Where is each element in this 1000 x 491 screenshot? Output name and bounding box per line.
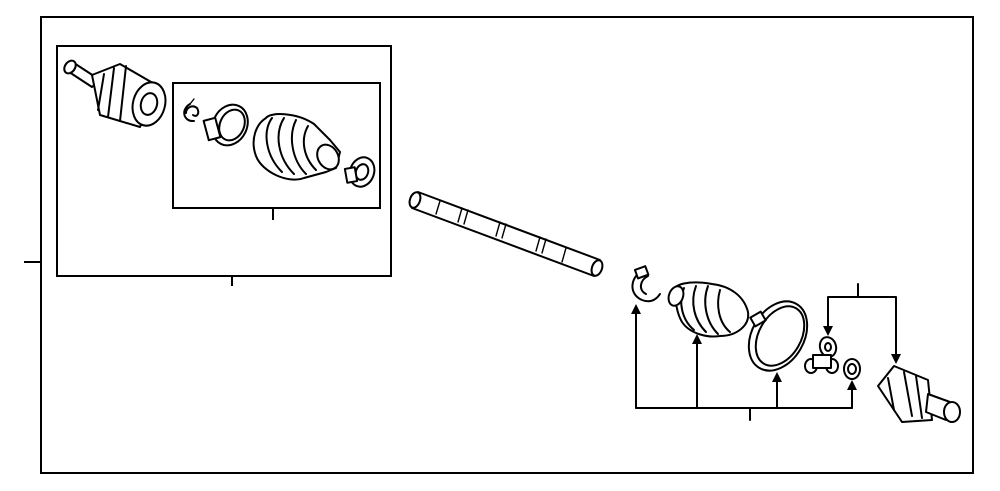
inner-boot (667, 281, 750, 338)
tripod-joint (804, 336, 839, 374)
outer-boot-clip (183, 98, 200, 123)
tripod-snap-ring (843, 358, 861, 380)
axle-shaft (408, 191, 604, 277)
outer-boot-band-large (202, 103, 249, 147)
callout-leaders (631, 283, 901, 421)
inner-cv-housing (877, 365, 961, 423)
diagram-frame (24, 16, 974, 474)
outer-cv-joint (63, 59, 167, 128)
outer-boot-band-small (343, 156, 376, 188)
outer-joint-group-box (56, 45, 392, 286)
inner-boot-band-small (631, 265, 661, 303)
inner-boot-band-large (747, 300, 809, 372)
outer-boot-kit-box (172, 82, 381, 220)
outer-boot (252, 113, 341, 181)
